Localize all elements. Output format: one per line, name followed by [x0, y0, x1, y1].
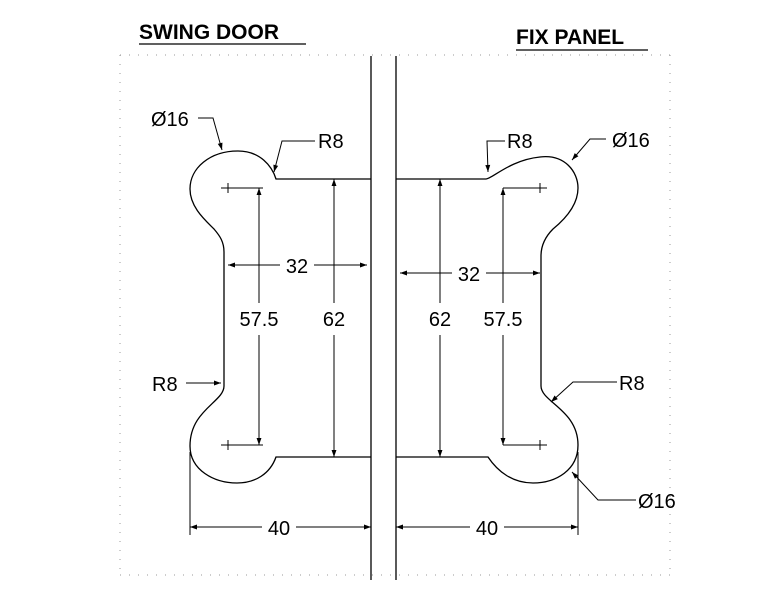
glass-edges	[370, 56, 397, 580]
fix-panel-radius-top-label: R8	[507, 131, 533, 153]
fix-panel-dimensions	[395, 138, 636, 535]
fix-panel-dim-57-5: 57.5	[484, 309, 523, 331]
fix-panel-hole-centers	[503, 183, 547, 450]
fix-panel-dim-32: 32	[458, 264, 480, 286]
swing-door-radius-top-label: R8	[318, 131, 344, 153]
fix-panel-dim-62: 62	[429, 309, 451, 331]
swing-door-radius-left-label: R8	[152, 374, 178, 396]
swing-door-hole-label: Ø16	[151, 109, 189, 131]
fix-panel-profile	[396, 156, 579, 484]
swing-door-dim-62: 62	[323, 309, 345, 331]
fix-panel-hole-top-label: Ø16	[612, 130, 650, 152]
swing-door-hole-centers	[221, 183, 263, 450]
fix-panel-title: FIX PANEL	[516, 26, 624, 49]
swing-door-dim-40: 40	[268, 518, 290, 540]
dotted-frame	[119, 54, 671, 576]
swing-door-profile	[189, 150, 371, 484]
swing-door-dimensions	[186, 117, 372, 535]
fix-panel-dim-40: 40	[476, 518, 498, 540]
swing-door-dim-57-5: 57.5	[240, 309, 279, 331]
fix-panel-hole-bottom-label: Ø16	[638, 491, 676, 513]
swing-door-title: SWING DOOR	[139, 21, 279, 44]
fix-panel-radius-right-label: R8	[619, 373, 645, 395]
swing-door-dim-32: 32	[286, 256, 308, 278]
